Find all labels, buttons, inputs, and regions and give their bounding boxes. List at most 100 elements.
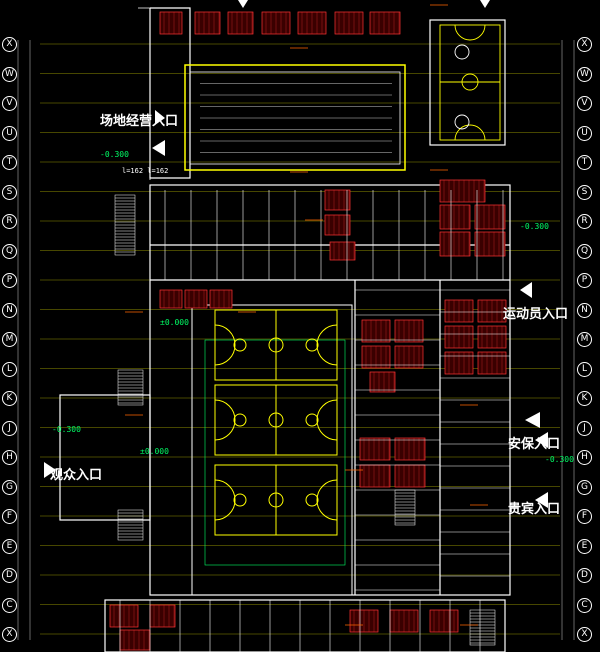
level-mark-upper-left: -0.300 bbox=[100, 150, 129, 159]
axis-bubble-left-8: P bbox=[2, 273, 17, 288]
outdoor-courts bbox=[439, 24, 501, 141]
label-vip-entrance: 贵宾入口 bbox=[508, 502, 561, 517]
room-5 bbox=[334, 11, 364, 35]
stair-1 bbox=[117, 369, 144, 406]
room-22 bbox=[369, 371, 396, 393]
axis-bubble-left-3: U bbox=[2, 125, 17, 141]
axis-bubble-right-5: S bbox=[577, 184, 592, 200]
axis-bubble-left-12: K bbox=[2, 391, 17, 406]
room-31 bbox=[359, 464, 391, 488]
stair-0 bbox=[114, 194, 136, 256]
swimming-pool bbox=[184, 64, 406, 171]
axis-bubble-left-15: G bbox=[2, 479, 17, 495]
room-25 bbox=[209, 289, 233, 309]
level-mark-east-mid: -0.300 bbox=[545, 455, 574, 464]
room-37 bbox=[389, 609, 419, 633]
label-venue-entrance: 场地经营入口 bbox=[100, 114, 179, 129]
stairs bbox=[114, 194, 496, 646]
axis-bubble-left-20: X bbox=[2, 627, 17, 642]
axis-bubble-right-14: H bbox=[577, 450, 592, 465]
interior-walls bbox=[119, 190, 510, 652]
room-3 bbox=[261, 11, 291, 35]
room-11 bbox=[474, 231, 506, 257]
room-20 bbox=[361, 345, 391, 369]
room-33 bbox=[109, 604, 139, 628]
room-27 bbox=[324, 214, 351, 236]
axis-bubble-right-2: V bbox=[577, 96, 592, 111]
building-outline bbox=[59, 7, 511, 652]
room-2 bbox=[227, 11, 254, 35]
axis-bubble-right-18: D bbox=[577, 568, 592, 583]
main-arena bbox=[191, 304, 353, 596]
room-9 bbox=[474, 204, 506, 230]
axis-bubble-right-15: G bbox=[577, 479, 592, 495]
axis-bubble-right-1: W bbox=[577, 66, 592, 82]
axis-bubble-right-6: R bbox=[577, 214, 592, 229]
room-8 bbox=[439, 204, 471, 230]
entrance-arrows bbox=[44, 0, 548, 508]
axis-bubble-left-9: N bbox=[2, 302, 17, 318]
axis-bubble-left-16: F bbox=[2, 509, 17, 524]
axis-bubble-right-20: X bbox=[577, 627, 592, 642]
axis-bubble-right-17: E bbox=[577, 538, 592, 554]
stair-4 bbox=[394, 489, 416, 526]
level-mark-mid-left: ±0.000 bbox=[160, 318, 189, 327]
room-15 bbox=[477, 325, 507, 349]
dimension-upper-left: l=162 l=162 bbox=[122, 167, 169, 175]
room-34 bbox=[149, 604, 176, 628]
axis-bubble-left-7: Q bbox=[2, 243, 17, 259]
axis-bubble-left-5: S bbox=[2, 184, 17, 200]
room-38 bbox=[429, 609, 459, 633]
axis-bubble-left-13: J bbox=[2, 420, 17, 436]
axis-bubble-left-1: W bbox=[2, 66, 17, 82]
room-6 bbox=[369, 11, 401, 35]
room-19 bbox=[394, 319, 424, 343]
annotations bbox=[125, 4, 488, 626]
axis-bubble-right-11: L bbox=[577, 361, 592, 377]
label-spectator-entrance: 观众入口 bbox=[50, 468, 103, 483]
room-0 bbox=[159, 11, 183, 35]
axis-bubble-left-2: V bbox=[2, 96, 17, 111]
stair-3 bbox=[469, 609, 496, 646]
axis-bubble-left-19: C bbox=[2, 597, 17, 613]
axis-bubble-right-12: K bbox=[577, 391, 592, 406]
label-athlete-entrance: 运动员入口 bbox=[503, 307, 569, 322]
room-16 bbox=[444, 351, 474, 375]
axis-bubble-right-0: X bbox=[577, 37, 592, 52]
axis-bubble-right-8: P bbox=[577, 273, 592, 288]
room-1 bbox=[194, 11, 221, 35]
axis-bubble-right-3: U bbox=[577, 125, 592, 141]
room-21 bbox=[394, 345, 424, 369]
room-7 bbox=[439, 179, 486, 203]
room-17 bbox=[477, 351, 507, 375]
stair-2 bbox=[117, 509, 144, 541]
room-32 bbox=[394, 464, 426, 488]
room-35 bbox=[119, 629, 151, 651]
room-10 bbox=[439, 231, 471, 257]
room-24 bbox=[184, 289, 208, 309]
axis-bubble-right-19: C bbox=[577, 597, 592, 613]
room-29 bbox=[359, 437, 391, 461]
room-36 bbox=[349, 609, 379, 633]
room-23 bbox=[159, 289, 183, 309]
axis-bubble-left-14: H bbox=[2, 450, 17, 465]
axis-bubble-right-7: Q bbox=[577, 243, 592, 259]
room-30 bbox=[394, 437, 426, 461]
axis-bubble-right-4: T bbox=[577, 155, 592, 170]
axis-bubble-right-9: N bbox=[577, 302, 592, 318]
axis-bubble-left-18: D bbox=[2, 568, 17, 583]
axis-bubble-left-0: X bbox=[2, 37, 17, 52]
room-26 bbox=[324, 189, 351, 211]
axis-bubble-right-10: M bbox=[577, 332, 592, 347]
axis-bubble-left-17: E bbox=[2, 538, 17, 554]
axis-bubble-left-6: R bbox=[2, 214, 17, 229]
axis-bubble-right-13: J bbox=[577, 420, 592, 436]
axis-bubble-left-11: L bbox=[2, 361, 17, 377]
label-security-entrance: 安保入口 bbox=[508, 437, 561, 452]
axis-bubble-left-4: T bbox=[2, 155, 17, 170]
room-12 bbox=[444, 299, 474, 323]
room-14 bbox=[444, 325, 474, 349]
room-28 bbox=[329, 241, 356, 261]
level-mark-upper-right: -0.300 bbox=[520, 222, 549, 231]
